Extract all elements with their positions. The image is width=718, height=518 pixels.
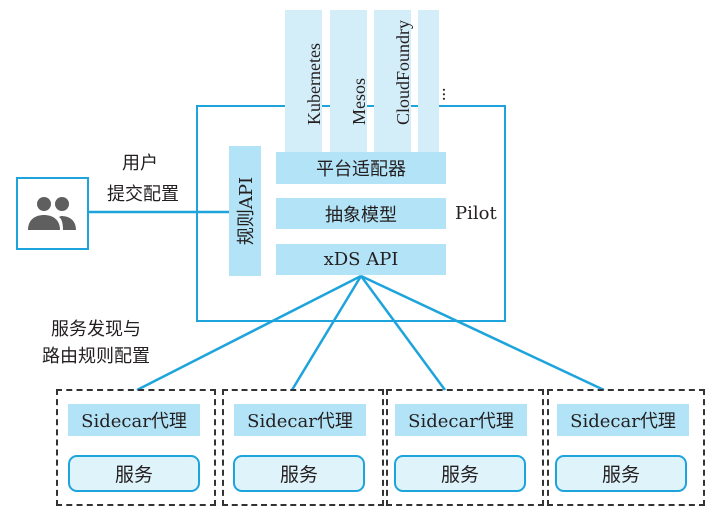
layer-label: 平台适配器	[316, 159, 406, 180]
layer-label: xDS API	[323, 249, 399, 270]
discovery-label-line2: 路由规则配置	[42, 346, 150, 367]
pod-3	[386, 389, 544, 506]
service-2: 服务	[233, 455, 365, 492]
platform-more: ...	[418, 10, 449, 152]
platform-kubernetes: Kubernetes	[285, 10, 324, 152]
pod-2	[222, 389, 384, 506]
rule-api-block: 规则API	[229, 146, 261, 276]
service-label: 服务	[601, 464, 640, 486]
platform-cloudfoundry: CloudFoundry	[374, 10, 413, 152]
xds-api-block: xDS API	[276, 244, 446, 275]
sidecar-label: Sidecar代理	[570, 411, 676, 432]
platform-adapter-block: 平台适配器	[276, 152, 446, 184]
user-label-line2: 提交配置	[107, 184, 179, 205]
rule-api-label: 规则API	[236, 176, 258, 246]
discovery-label-line1: 服务发现与	[51, 319, 141, 340]
service-label: 服务	[440, 464, 479, 486]
pod-4	[547, 389, 705, 506]
sidecar-proxy-4: Sidecar代理	[557, 404, 689, 436]
layer-label: 抽象模型	[325, 204, 397, 226]
platform-label: Kubernetes	[303, 43, 324, 125]
abstract-model-block: 抽象模型	[276, 198, 446, 229]
platform-mesos: Mesos	[330, 10, 369, 152]
xds-to-pod-1-line	[136, 274, 362, 392]
pod-1	[56, 389, 216, 506]
users-icon	[28, 197, 76, 230]
sidecar-label: Sidecar代理	[408, 411, 514, 432]
platform-label: ...	[428, 87, 449, 102]
sidecar-proxy-2: Sidecar代理	[234, 404, 366, 436]
sidecar-proxy-3: Sidecar代理	[395, 404, 527, 436]
xds-to-pod-4-line	[360, 274, 605, 392]
sidecar-proxy-1: Sidecar代理	[68, 404, 200, 436]
xds-to-pod-2-line	[290, 275, 363, 391]
user-label-line1: 用户	[122, 153, 158, 174]
pilot-title: Pilot	[455, 203, 497, 224]
service-1: 服务	[68, 455, 200, 492]
sidecar-label: Sidecar代理	[247, 411, 353, 432]
service-3: 服务	[394, 455, 526, 492]
sidecar-label: Sidecar代理	[81, 411, 187, 432]
service-4: 服务	[555, 455, 687, 492]
platform-label: CloudFoundry	[392, 19, 413, 125]
platform-label: Mesos	[348, 77, 369, 125]
user-box	[16, 177, 89, 250]
xds-to-pod-3-line	[359, 275, 447, 391]
service-label: 服务	[114, 464, 153, 486]
service-label: 服务	[279, 464, 318, 486]
